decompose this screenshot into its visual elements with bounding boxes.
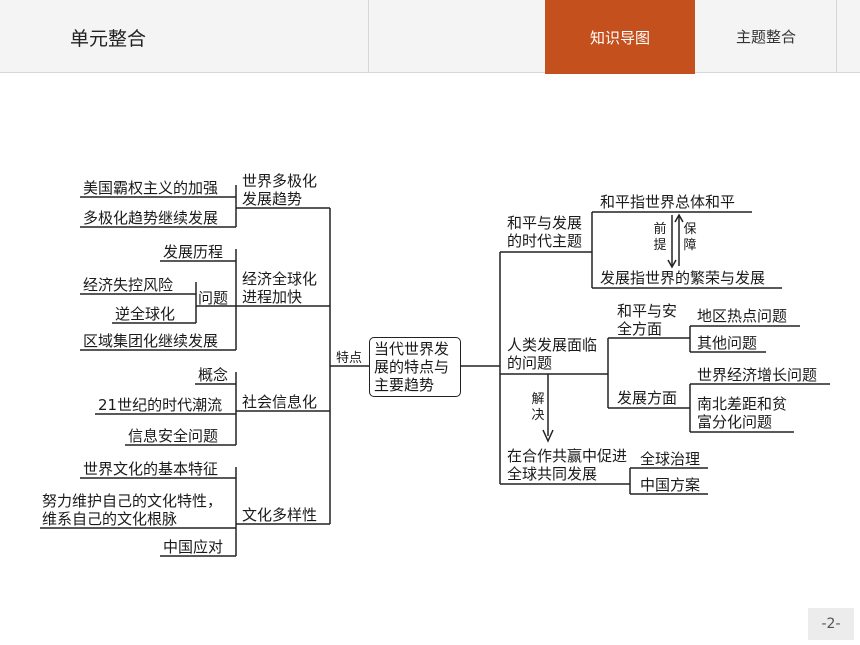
leaf-multipolar-continue: 多极化趋势继续发展	[83, 209, 219, 227]
label-features: 特点	[336, 351, 363, 366]
leaf-other-problems: 其他问题	[697, 334, 758, 352]
central-topic: 当代世界发展的特点与主要趋势	[369, 337, 461, 397]
leaf-regional-blocs: 区域集团化继续发展	[83, 332, 219, 350]
leaf-culture-features: 世界文化的基本特征	[83, 460, 219, 478]
label-premise: 前提	[653, 222, 667, 253]
leaf-deglobalization: 逆全球化	[115, 305, 176, 323]
branch-globalization: 经济全球化进程加快	[242, 270, 318, 306]
branch-win-win-cooperation: 在合作共赢中促进全球共同发展	[507, 447, 628, 483]
top-bar: 单元整合 主题整合	[0, 0, 860, 73]
branch-peace-development: 和平与发展的时代主题	[507, 214, 583, 250]
node-peace: 和平指世界总体和平	[600, 193, 736, 211]
unit-title: 单元整合	[70, 28, 147, 50]
header-divider	[368, 0, 369, 72]
leaf-global-governance: 全球治理	[640, 450, 701, 468]
leaf-development-history: 发展历程	[163, 243, 224, 261]
leaf-economic-growth: 世界经济增长问题	[697, 366, 818, 384]
label-problems: 问题	[198, 289, 229, 307]
branch-cultural-diversity: 文化多样性	[242, 506, 318, 524]
leaf-us-hegemony: 美国霸权主义的加强	[83, 179, 219, 197]
node-development: 发展指世界的繁荣与发展	[600, 269, 766, 287]
page-number: -2-	[808, 608, 854, 640]
label-guarantee: 保障	[683, 222, 697, 253]
leaf-info-security: 信息安全问题	[128, 427, 219, 445]
leaf-china-solution: 中国方案	[640, 476, 701, 494]
node-peace-security: 和平与安全方面	[617, 302, 678, 338]
leaf-economic-risk: 经济失控风险	[83, 276, 174, 294]
node-development-aspect: 发展方面	[617, 389, 678, 407]
leaf-era-trend: 21世纪的时代潮流	[98, 396, 223, 414]
leaf-regional-hotspots: 地区热点问题	[697, 307, 788, 325]
leaf-china-response: 中国应对	[163, 538, 224, 556]
tab-knowledge-map[interactable]: 知识导图	[545, 0, 695, 74]
header-divider	[836, 0, 837, 72]
label-solve: 解决	[531, 392, 545, 423]
leaf-concept: 概念	[198, 366, 229, 384]
tab-topic-integration[interactable]: 主题整合	[735, 27, 796, 46]
branch-human-problems: 人类发展面临的问题	[507, 336, 598, 372]
branch-informatization: 社会信息化	[242, 393, 318, 411]
leaf-north-south-gap: 南北差距和贫富分化问题	[697, 395, 788, 431]
branch-multipolarization: 世界多极化发展趋势	[242, 172, 318, 208]
leaf-cultural-identity: 努力维护自己的文化特性，维系自己的文化根脉	[42, 492, 223, 528]
